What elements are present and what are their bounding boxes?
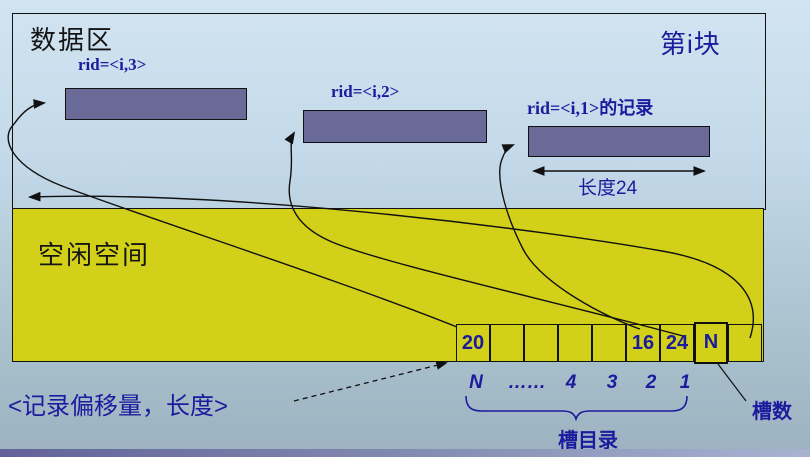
slot-count-connector-line [717,363,747,402]
slot-cell-empty-4 [592,324,626,362]
record-rid-i3 [65,88,247,120]
index-label-N: N [469,372,483,393]
slot-cell-24: 24 [660,324,694,362]
index-label-ellipsis: …… [508,372,546,393]
free-space-label: 空闲空间 [38,240,151,270]
length-label: 长度24 [578,178,638,199]
record-rid-i1 [528,126,710,157]
offset-length-note: <记录偏移量，长度> [8,393,229,420]
slot-cell-16: 16 [626,324,660,362]
index-label-2: 2 [645,372,657,393]
slot-count-label: 槽数 [752,401,792,423]
slot-cell-empty-1 [490,324,524,362]
slot-directory-label: 槽目录 [558,430,618,452]
data-area-label: 数据区 [30,25,115,55]
slot-cell-20: 20 [456,324,490,362]
slot-cell-last [728,324,762,362]
rid-i1-label: rid=<i,1>的记录 [527,98,654,118]
record-rid-i2 [303,110,487,143]
slot-cell-empty-2 [524,324,558,362]
slot-directory-brace [465,395,688,422]
index-label-1: 1 [679,372,691,393]
rid-i2-label: rid=<i,2> [331,82,400,101]
rid-i3-label: rid=<i,3> [78,55,147,74]
slot-cell-empty-3 [558,324,592,362]
index-label-3: 3 [606,372,618,393]
index-label-4: 4 [565,372,577,393]
slide-footer-bar [0,449,810,457]
block-i-label: 第i块 [660,29,721,59]
slot-count-cell-N: N [694,322,728,364]
offset-note-dashed-arrow [293,360,448,402]
